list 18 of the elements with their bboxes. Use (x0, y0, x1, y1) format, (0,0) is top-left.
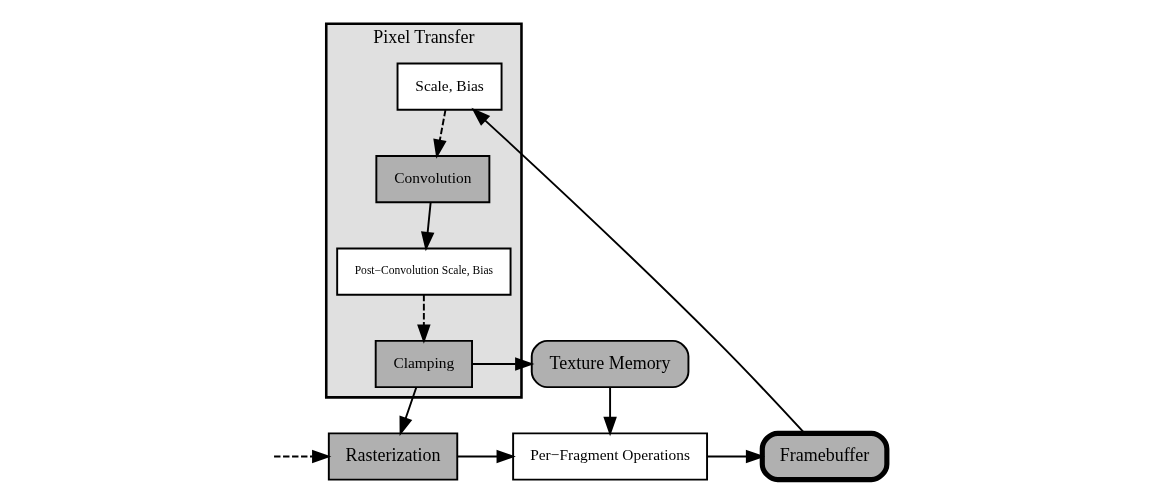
arrow (470, 107, 805, 434)
node-box: Clamping (374, 339, 473, 389)
arrow (272, 449, 331, 464)
arrow (416, 294, 431, 344)
arrow (399, 386, 417, 436)
node-box: Scale, Bias (396, 62, 503, 111)
node-box: Rasterization (327, 432, 458, 481)
arrow (470, 357, 534, 371)
node-box: Post−Convolution Scale, Bias (335, 247, 512, 296)
arrow (705, 449, 765, 464)
node-box: Framebuffer (759, 430, 889, 483)
arrow (420, 201, 434, 252)
arrow (432, 109, 447, 159)
arrow (456, 449, 516, 464)
node-box: Convolution (374, 155, 490, 204)
node-box: Per−Fragment Operations (511, 432, 708, 481)
node-box: Texture Memory (530, 339, 689, 389)
arrow (602, 386, 617, 437)
